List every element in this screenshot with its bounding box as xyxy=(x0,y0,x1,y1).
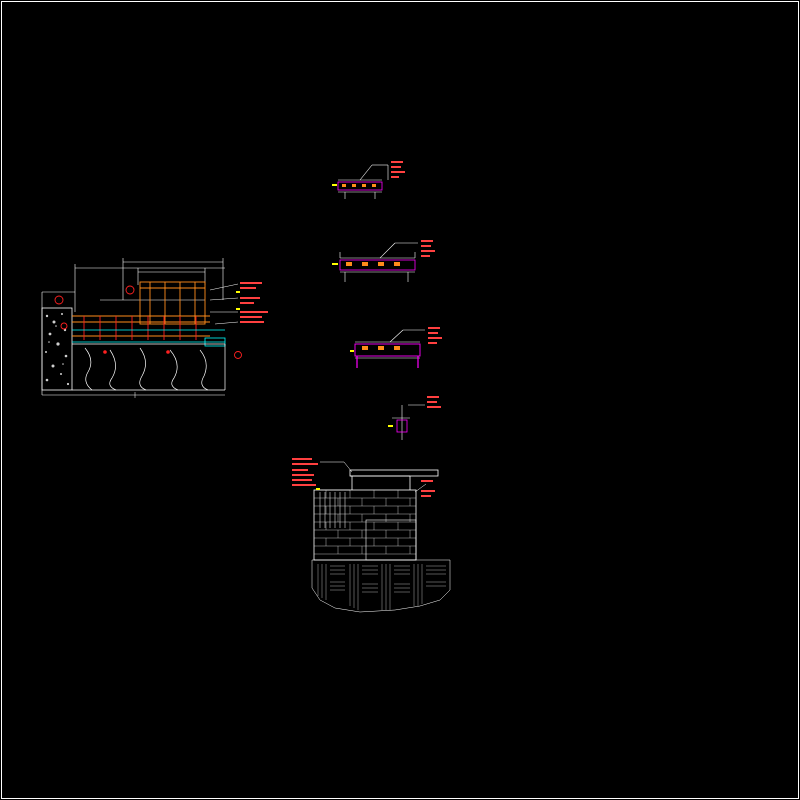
detail-4 xyxy=(388,396,441,440)
wall-elevation xyxy=(292,458,451,613)
detail-1 xyxy=(332,161,405,199)
detail-2 xyxy=(332,240,435,282)
section-elevation-main xyxy=(41,258,268,398)
detail-3 xyxy=(350,327,442,368)
